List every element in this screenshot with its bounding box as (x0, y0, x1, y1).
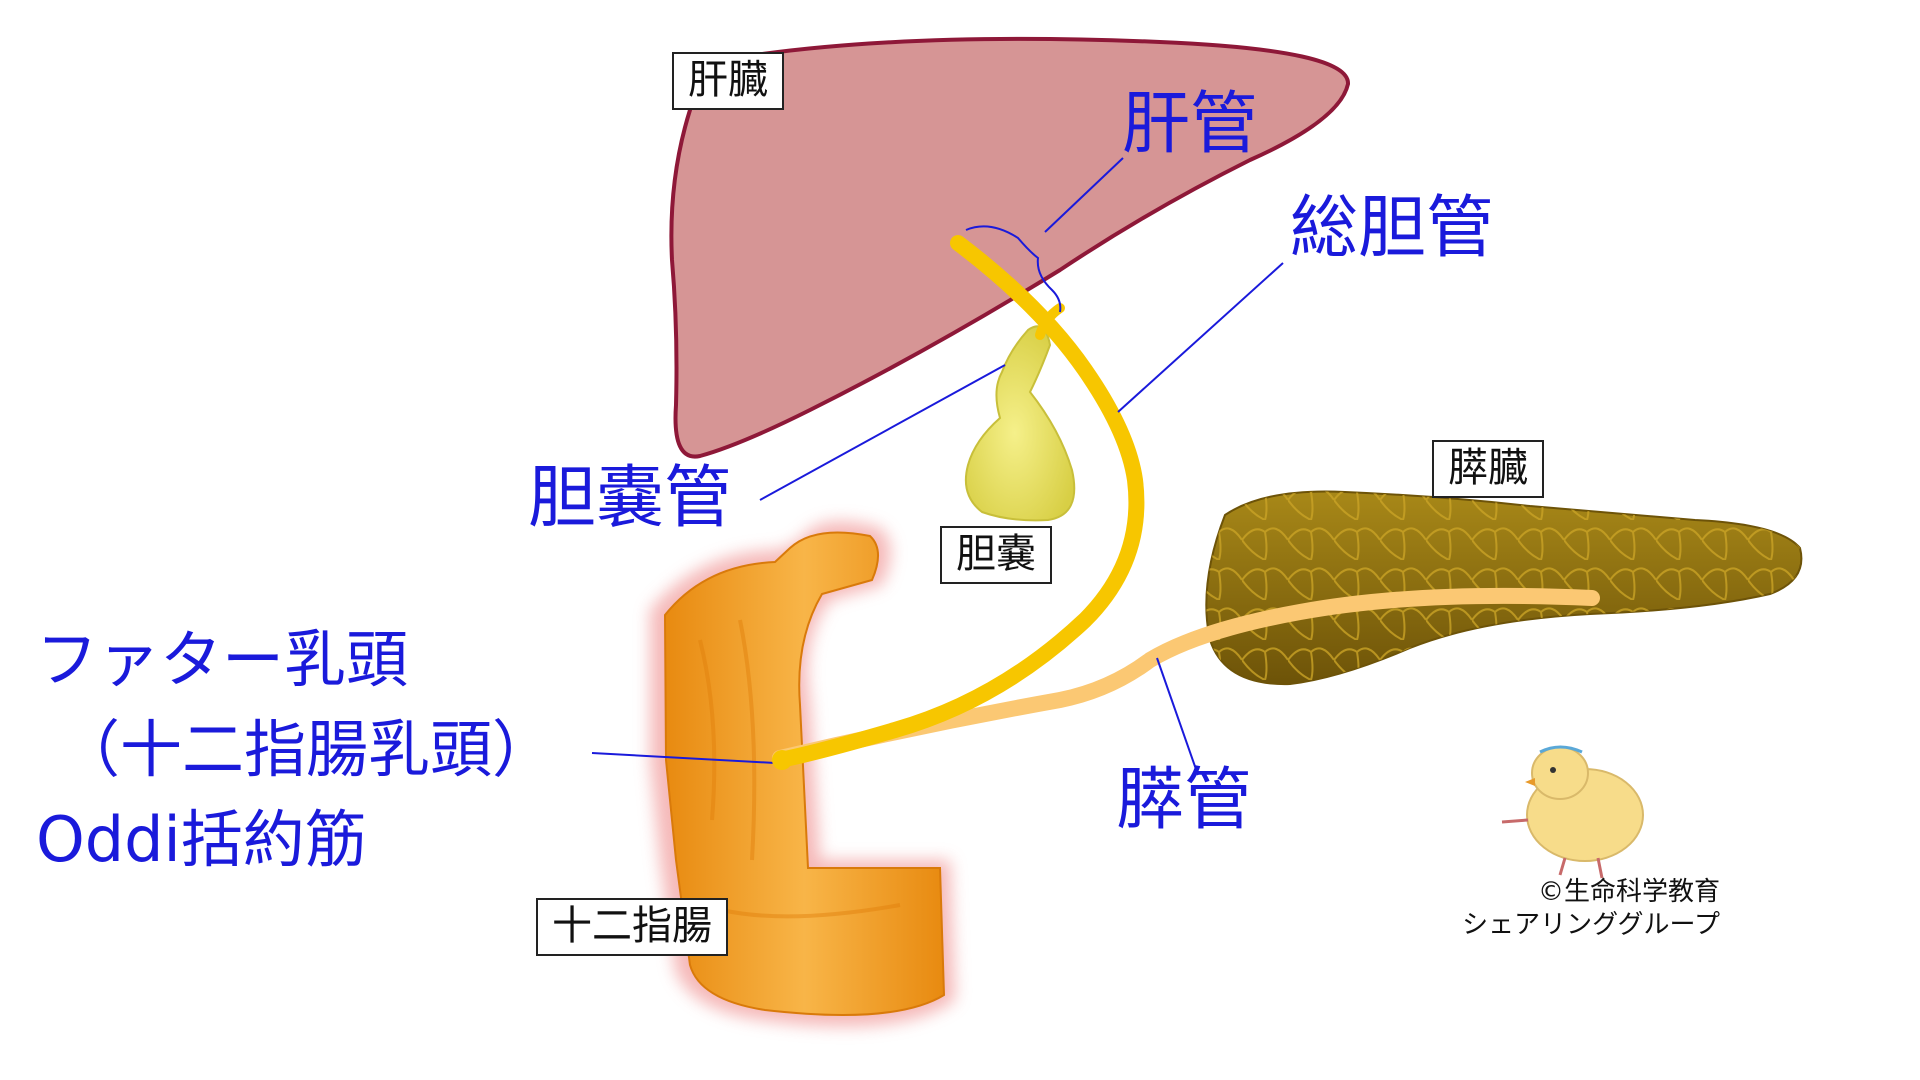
papilla-label-line2: （十二指腸乳頭） (58, 713, 555, 786)
hepatic-duct-label: 肝管 (1122, 85, 1259, 164)
chick-mascot-icon (1501, 745, 1644, 879)
credit-line1: ©生命科学教育 (1537, 877, 1720, 907)
papilla-label-line3: Oddi括約筋 (36, 803, 367, 876)
gallbladder (964, 325, 1076, 522)
gallbladder-label: 胆嚢 (940, 526, 1052, 584)
hepatic-duct-brace (965, 225, 1062, 313)
pancreatic-duct-label: 膵管 (1116, 761, 1253, 840)
leader-hepatic-duct (1044, 157, 1124, 233)
common-bile-duct (772, 235, 1145, 768)
cystic-duct-label: 胆嚢管 (528, 459, 733, 538)
duodenum-label: 十二指腸 (536, 898, 728, 956)
papilla-marker (772, 750, 792, 770)
liver (669, 36, 1351, 459)
credit-line2: シェアリンググループ (1462, 909, 1720, 940)
leader-common-bile-duct (1117, 262, 1284, 413)
common-bile-duct-label: 総胆管 (1290, 189, 1495, 268)
liver-label: 肝臓 (672, 52, 784, 110)
leader-cystic-duct (759, 364, 1006, 501)
pancreatic-duct (772, 587, 1600, 766)
pancreas-label: 膵臓 (1432, 440, 1544, 498)
leader-papilla (591, 752, 776, 764)
pancreas (1205, 490, 1803, 686)
leader-pancreatic-duct (1156, 657, 1199, 776)
papilla-label-line1: ファター乳頭 (36, 623, 409, 696)
cystic-duct (1035, 303, 1065, 340)
credit-text: ©生命科学教育 シェアリンググループ (1420, 876, 1720, 941)
